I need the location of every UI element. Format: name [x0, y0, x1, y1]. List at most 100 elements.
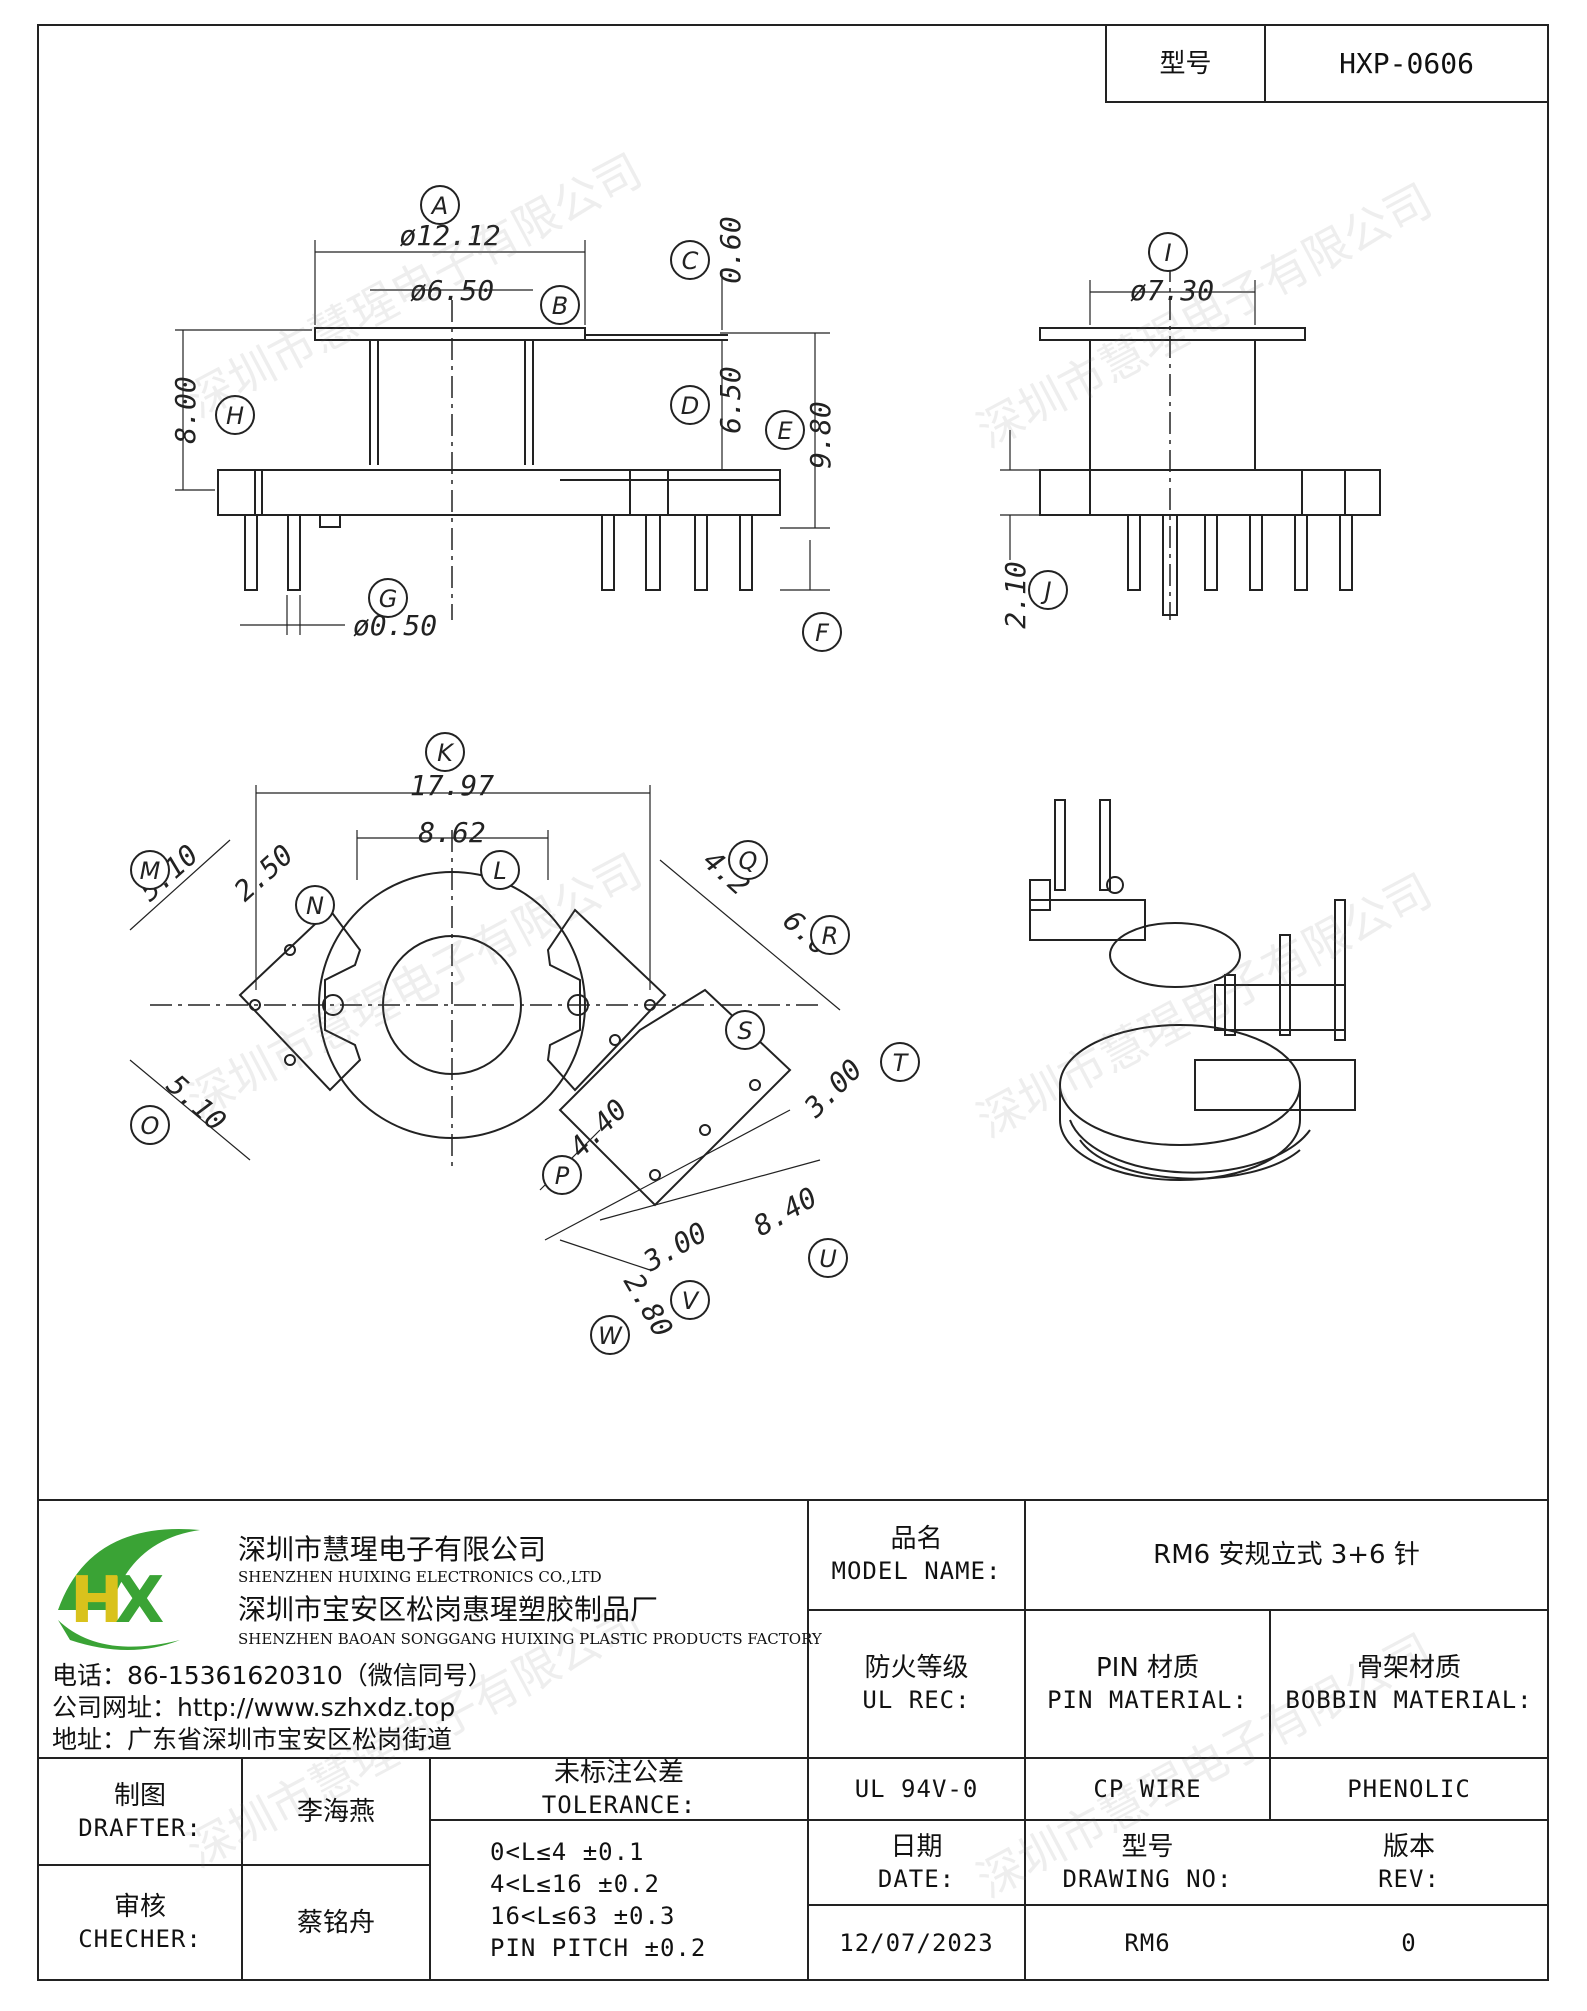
svg-text:M: M: [140, 857, 161, 885]
balloon-t: T: [880, 1042, 920, 1082]
balloon-d: D: [670, 385, 710, 425]
company-name-en: SHENZHEN HUIXING ELECTRONICS CO.,LTD: [238, 1568, 602, 1586]
balloon-f: F: [802, 612, 842, 652]
svg-text:W: W: [598, 1322, 623, 1350]
model-name-value: RM6 安规立式 3+6 针: [1153, 1540, 1420, 1570]
title-block-grid: [38, 24, 1549, 1980]
dimension-p: 4.40: [563, 1093, 634, 1164]
pin-material-value: CP WIRE: [1093, 1775, 1202, 1803]
svg-text:R: R: [822, 922, 839, 950]
dimension-u: 8.40: [748, 1181, 823, 1243]
svg-text:U: U: [819, 1245, 837, 1273]
svg-text:N: N: [306, 892, 324, 920]
balloon-m: M: [130, 850, 170, 890]
svg-text:D: D: [681, 392, 699, 420]
balloon-w: W: [590, 1315, 630, 1355]
dimension-k: 17.97: [410, 769, 494, 802]
side-view: [1000, 260, 1381, 620]
dimension-l: 8.62: [418, 816, 485, 849]
balloon-n: N: [295, 885, 335, 925]
svg-text:I: I: [1164, 239, 1171, 267]
checker-value: 蔡铭舟: [296, 1907, 375, 1938]
drawing-no-value: RM6: [1124, 1928, 1171, 1957]
svg-text:B: B: [552, 292, 568, 320]
svg-text:P: P: [555, 1162, 570, 1190]
svg-text:V: V: [682, 1287, 700, 1315]
tolerance-line: 16<L≤63 ±0.3: [490, 1902, 676, 1930]
svg-text:J: J: [1040, 577, 1051, 605]
balloon-b: B: [540, 285, 580, 325]
dimension-a: ø12.12: [399, 219, 500, 252]
front-view: [175, 240, 830, 635]
dimension-t: 3.00: [797, 1053, 869, 1125]
bobbin-material-value: PHENOLIC: [1347, 1775, 1471, 1803]
svg-text:T: T: [893, 1049, 910, 1077]
company-phone: 电话：86-15361620310（微信同号）: [52, 1661, 493, 1690]
svg-text:C: C: [682, 247, 699, 275]
tolerance-table: 0<L≤4 ±0.1 4<L≤16 ±0.2 16<L≤63 ±0.3 PIN …: [430, 1820, 808, 1980]
ul-rec-value: UL 94V-0: [854, 1775, 979, 1803]
svg-text:K: K: [437, 739, 455, 767]
model-label: 型号: [1159, 48, 1212, 79]
svg-text:H: H: [226, 402, 244, 430]
dimension-b: ø6.50: [410, 274, 494, 307]
company-website: 公司网址：http://www.szhxdz.top: [52, 1693, 456, 1722]
balloon-p: P: [542, 1155, 582, 1195]
logo-letter-x: X: [115, 1564, 164, 1638]
dimension-v: 3.00: [637, 1216, 713, 1279]
balloon-a: A: [420, 185, 460, 225]
logo-letter-h: H: [70, 1564, 124, 1638]
tolerance-line: PIN PITCH ±0.2: [490, 1934, 707, 1962]
balloon-i: I: [1148, 232, 1188, 272]
dimension-h: 8.00: [169, 376, 202, 443]
svg-text:L: L: [493, 857, 506, 885]
svg-text:F: F: [815, 619, 830, 647]
svg-text:Q: Q: [739, 847, 758, 875]
svg-text:G: G: [379, 585, 398, 613]
svg-text:E: E: [777, 417, 793, 445]
balloon-u: U: [808, 1238, 848, 1278]
company-name-cn: 深圳市慧瑆电子有限公司: [238, 1533, 547, 1566]
dimension-d: 6.50: [714, 366, 747, 433]
model-value: HXP-0606: [1339, 46, 1474, 80]
balloon-o: O: [130, 1105, 170, 1145]
balloon-g: G: [368, 578, 408, 618]
balloon-r: R: [810, 915, 850, 955]
drafter-value: 李海燕: [296, 1796, 375, 1827]
balloon-s: S: [725, 1010, 765, 1050]
balloon-l: L: [480, 850, 520, 890]
balloon-q: Q: [728, 840, 768, 880]
balloon-h: H: [215, 395, 255, 435]
balloon-k: K: [425, 732, 465, 772]
date-value: 12/07/2023: [839, 1928, 994, 1957]
dimension-n: 2.50: [228, 838, 300, 908]
factory-name-en: SHENZHEN BAOAN SONGGANG HUIXING PLASTIC …: [238, 1630, 822, 1648]
balloon-c: C: [670, 240, 710, 280]
dimension-i: ø7.30: [1130, 274, 1214, 307]
rev-value: 0: [1401, 1928, 1417, 1957]
balloon-v: V: [670, 1280, 710, 1320]
dimension-c: 0.60: [714, 216, 747, 283]
svg-text:O: O: [141, 1112, 160, 1140]
company-address: 地址：广东省深圳市宝安区松岗街道: [52, 1725, 453, 1754]
balloon-e: E: [765, 410, 805, 450]
svg-text:A: A: [430, 192, 448, 220]
dimension-j: 2.10: [999, 561, 1032, 628]
isometric-view: [1029, 799, 1356, 1181]
drawing-frame: [37, 24, 1549, 1981]
bottom-view: [129, 785, 841, 1271]
balloon-j: J: [1028, 570, 1068, 610]
company-logo: H X: [58, 1529, 200, 1650]
tolerance-line: 0<L≤4 ±0.1: [490, 1838, 645, 1866]
